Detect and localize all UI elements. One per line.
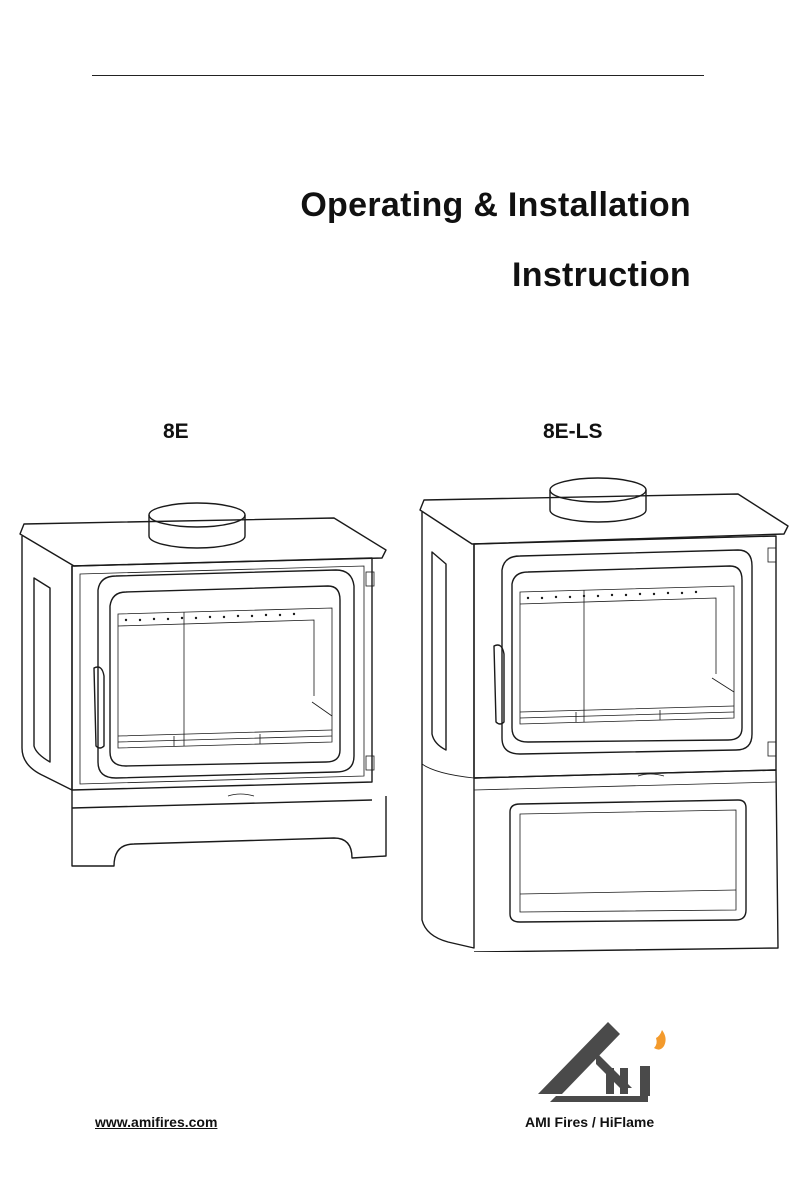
stove-8e-ls-illustration (419, 477, 789, 952)
model-label-8e: 8E (163, 420, 189, 443)
air-wash-holes (124, 612, 296, 622)
title-line-1: Operating & Installation (300, 186, 691, 224)
ami-logo (538, 1022, 666, 1102)
brand-name: AMI Fires / HiFlame (525, 1114, 655, 1130)
model-label-8e-ls: 8E-LS (543, 420, 603, 443)
website-link[interactable]: www.amifires.com (95, 1114, 218, 1130)
top-rule (92, 75, 704, 76)
stove-8e-illustration (19, 502, 387, 867)
air-wash-holes (526, 590, 698, 600)
title-line-2: Instruction (512, 256, 691, 294)
